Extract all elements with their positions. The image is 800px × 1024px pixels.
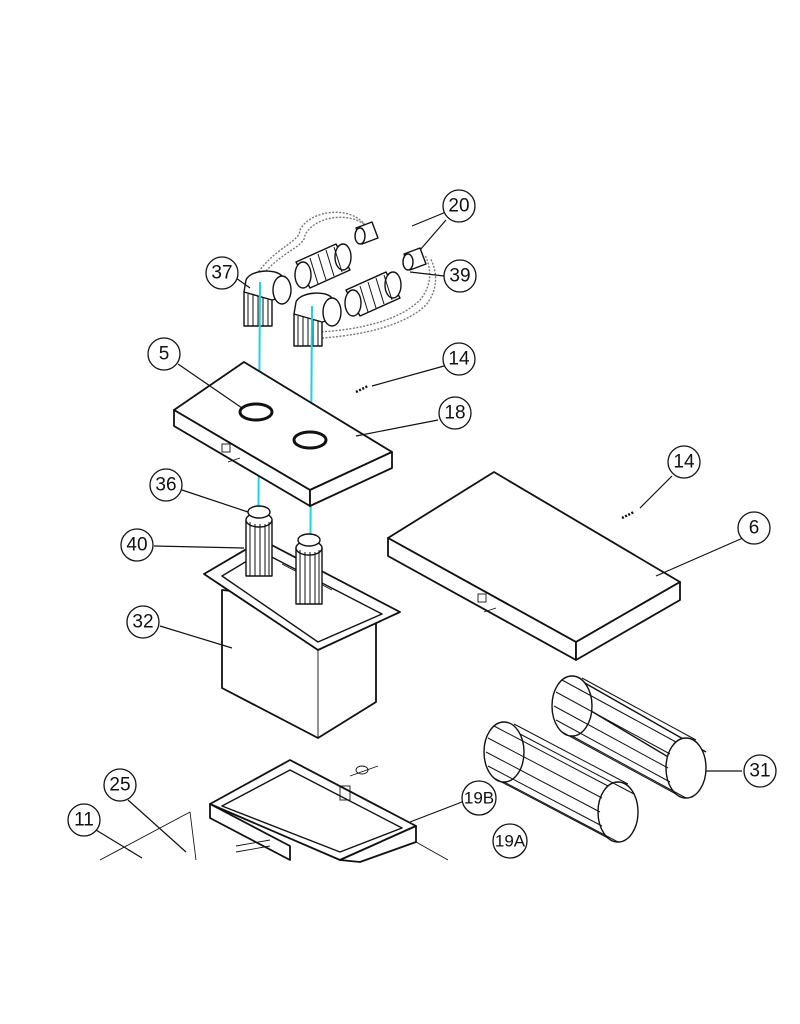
callout-36: 36 (149, 468, 183, 502)
drawer-tray (99, 759, 449, 863)
callout-37: 37 (205, 256, 239, 290)
callout-25: 25 (103, 768, 137, 802)
callout-14-right-label: 14 (673, 452, 695, 473)
callout-18: 18 (438, 396, 472, 430)
screen-cylinder-back (551, 675, 707, 799)
sleeve-left (245, 505, 273, 577)
callout-19B-label: 19B (464, 789, 494, 808)
callout-18-label: 18 (444, 403, 465, 424)
callout-6: 6 (737, 511, 771, 545)
coupling-upper (294, 221, 379, 289)
sleeve-right (295, 533, 323, 605)
callout-20: 20 (442, 189, 476, 223)
leader-lines (95, 211, 753, 859)
screw-right (621, 510, 635, 520)
callout-11: 11 (67, 803, 101, 837)
hose-assembly (244, 211, 437, 339)
coupling-lower (344, 247, 427, 317)
callout-31-label: 31 (749, 761, 770, 782)
callout-40: 40 (120, 528, 154, 562)
callout-14-top: 14 (442, 342, 476, 376)
callout-31: 31 (743, 754, 777, 788)
screen-cylinder-front (483, 721, 639, 843)
elbow-fitting-left (243, 270, 292, 327)
callout-32-label: 32 (132, 612, 153, 633)
callout-39-label: 39 (449, 266, 470, 287)
screw-top (355, 384, 369, 394)
callout-19A-label: 19A (495, 832, 526, 851)
callout-37-label: 37 (211, 263, 232, 284)
lid-plate (173, 361, 393, 507)
callout-32: 32 (126, 605, 160, 639)
callout-19B: 19B (461, 780, 497, 816)
callout-5-label: 5 (159, 344, 170, 365)
callout-40-label: 40 (126, 535, 147, 556)
callout-5: 5 (147, 337, 181, 371)
callout-25-label: 25 (109, 775, 130, 796)
callout-19A: 19A (492, 823, 528, 859)
callout-36-label: 36 (155, 475, 176, 496)
callout-14-right: 14 (667, 445, 701, 479)
callout-11-label: 11 (74, 810, 94, 831)
elbow-fitting-right (293, 292, 342, 347)
side-panel (387, 471, 681, 661)
callout-39: 39 (443, 259, 477, 293)
callout-20-label: 20 (448, 196, 469, 217)
callout-14-top-label: 14 (448, 349, 470, 370)
callout-6-label: 6 (749, 518, 760, 539)
